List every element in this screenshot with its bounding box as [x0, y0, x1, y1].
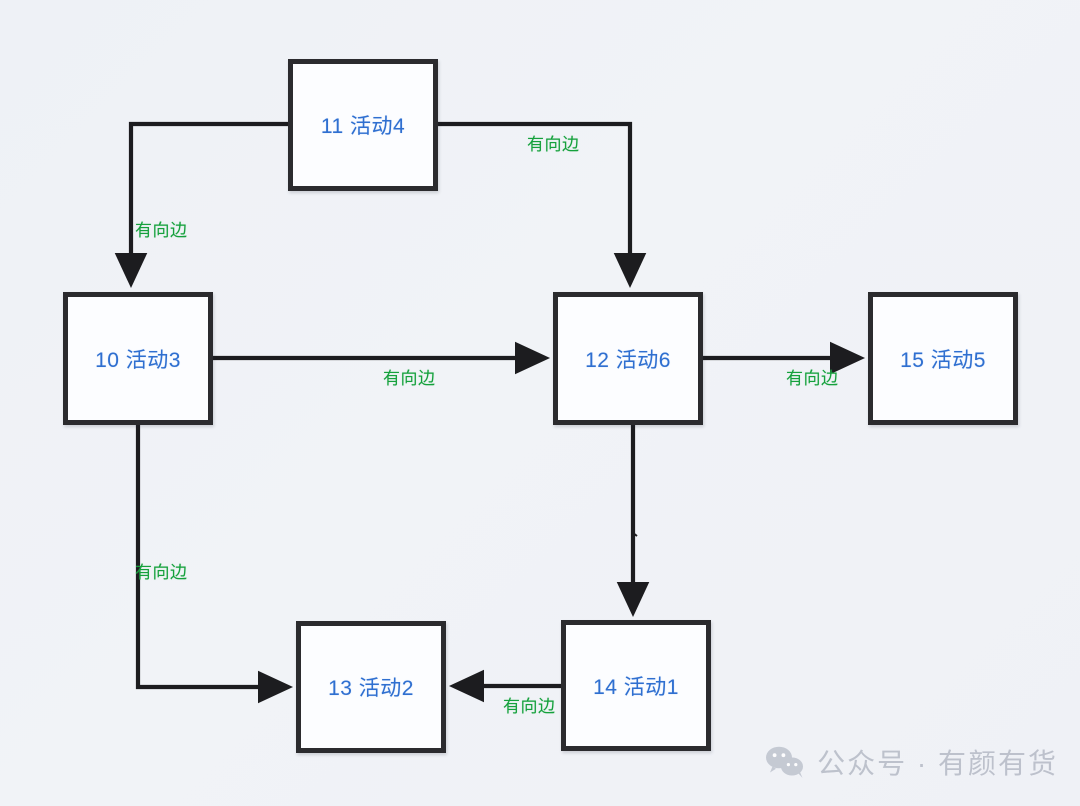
edge-label-10-to-12: 有向边 — [383, 369, 436, 388]
node-10-label: 10 活动3 — [95, 348, 181, 372]
wechat-icon — [766, 746, 804, 778]
node-13[interactable]: 13 活动2 — [296, 621, 446, 753]
node-14[interactable]: 14 活动1 — [561, 620, 711, 751]
edge-11-to-12 — [438, 121, 647, 289]
node-15-label: 15 活动5 — [900, 348, 986, 372]
edge-label-11-to-10: 有向边 — [135, 221, 188, 240]
edge-artifact-tick — [632, 532, 638, 537]
node-11[interactable]: 11 活动4 — [288, 59, 438, 191]
edge-label-10-to-13: 有向边 — [135, 563, 188, 582]
edge-label-11-to-12: 有向边 — [527, 135, 580, 154]
watermark-text: 公众号 · 有颜有货 — [817, 748, 1058, 779]
edge-10-to-13 — [135, 425, 294, 704]
edge-11-to-10 — [114, 121, 288, 289]
edge-label-14-to-13: 有向边 — [503, 697, 556, 716]
node-12-label: 12 活动6 — [585, 348, 671, 372]
node-14-label: 14 活动1 — [593, 675, 679, 699]
node-10[interactable]: 10 活动3 — [63, 292, 213, 425]
node-15[interactable]: 15 活动5 — [868, 292, 1018, 425]
watermark: 公众号 · 有颜有货 — [765, 742, 1058, 782]
node-13-label: 13 活动2 — [328, 677, 414, 700]
node-12[interactable]: 12 活动6 — [553, 292, 703, 425]
node-11-label: 11 活动4 — [320, 115, 406, 138]
edge-label-12-to-15: 有向边 — [786, 369, 839, 388]
